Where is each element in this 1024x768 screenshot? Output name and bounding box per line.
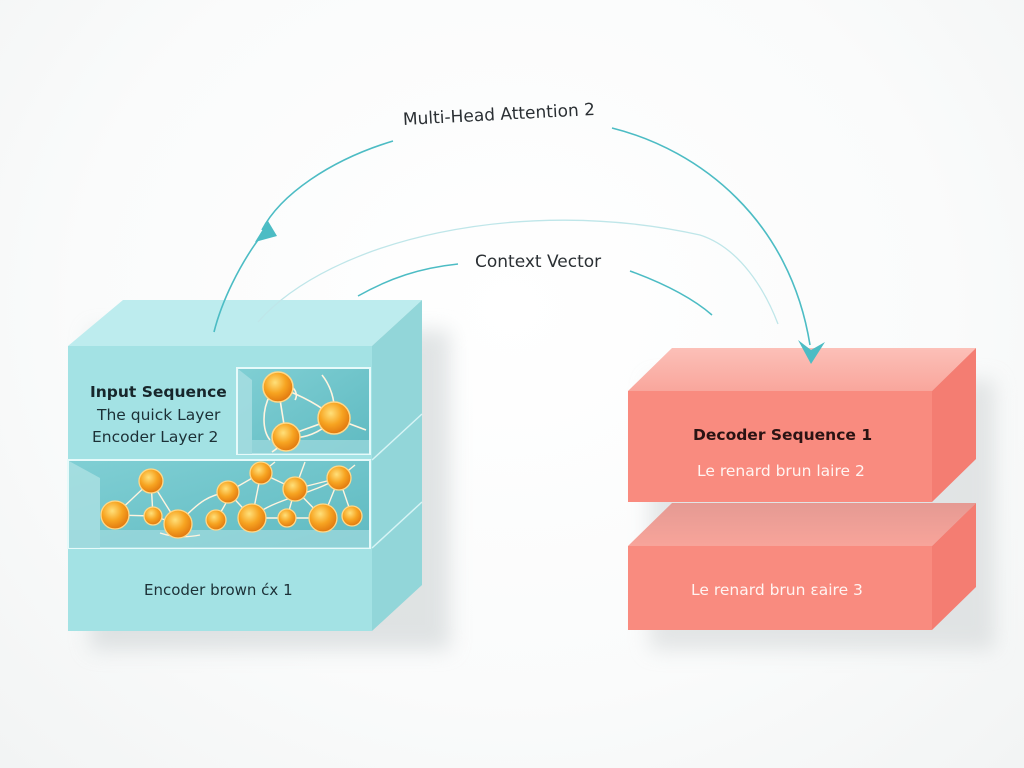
neuron-node [163, 509, 193, 539]
encoder-lower-window [67, 459, 371, 549]
context-arc-faint [257, 219, 779, 325]
decoder-block1-subtitle: Le renard brun laire 2 [697, 462, 865, 480]
decoder1-front-face [628, 391, 932, 502]
neuron-node [100, 500, 130, 530]
neuron-node [143, 506, 163, 526]
lower-window-floor [69, 530, 369, 548]
attention-arc-left-upper [261, 140, 394, 231]
attention-arc-right [611, 127, 811, 346]
decoder2-top-face [628, 503, 976, 546]
neuron-node [282, 476, 308, 502]
neuron-node [271, 422, 301, 452]
encoder-upper-window [236, 367, 371, 455]
neuron-node [138, 468, 164, 494]
decoder-block-1[interactable] [628, 348, 976, 502]
neuron-node [262, 371, 294, 403]
decoder2-front-face [628, 546, 932, 630]
decoder2-side-face [932, 503, 976, 630]
encoder-top-face [68, 300, 422, 346]
encoder-side-face [372, 300, 422, 631]
lower-window-nodes [100, 461, 363, 539]
attention-arc[interactable] [213, 127, 825, 364]
encoder-bottom-label: Encoder brown ćx 1 [144, 581, 293, 599]
lower-window-wall [69, 461, 100, 548]
context-arc-right-segment [629, 270, 713, 316]
decoder-block2-label: Le renard brun ɛaire 3 [691, 581, 863, 599]
encoder-side-divider [371, 413, 423, 461]
upper-window-floor [238, 440, 369, 454]
neuron-node [341, 505, 363, 527]
decoder1-top-face [628, 348, 976, 391]
attention-arc-left-lower [213, 239, 259, 333]
upper-window-wall [238, 369, 252, 454]
neuron-node [308, 503, 338, 533]
decoder1-side-face [932, 348, 976, 502]
neuron-node [205, 509, 227, 531]
arrowhead-left-icon [255, 221, 277, 242]
encoder-block[interactable] [67, 300, 423, 631]
encoder-line-1: The quick Layer [97, 406, 221, 424]
neuron-node [216, 480, 240, 504]
context-vector-label: Context Vector [475, 252, 602, 272]
context-arc-left-segment [357, 263, 459, 297]
neuron-node [249, 461, 273, 485]
decoder-title: Decoder Sequence 1 [693, 426, 873, 444]
neuron-node [326, 465, 352, 491]
encoder-line-2: Encoder Layer 2 [92, 428, 219, 446]
neuron-node [237, 503, 267, 533]
context-arc[interactable] [257, 219, 779, 325]
neuron-node [277, 508, 297, 528]
encoder-side-divider [371, 501, 423, 549]
arrowhead-right-icon [798, 340, 825, 364]
encoder-title: Input Sequence [90, 383, 227, 401]
decoder-block-2[interactable] [628, 503, 976, 630]
upper-window-nodes [262, 371, 351, 452]
neuron-node [317, 401, 351, 435]
